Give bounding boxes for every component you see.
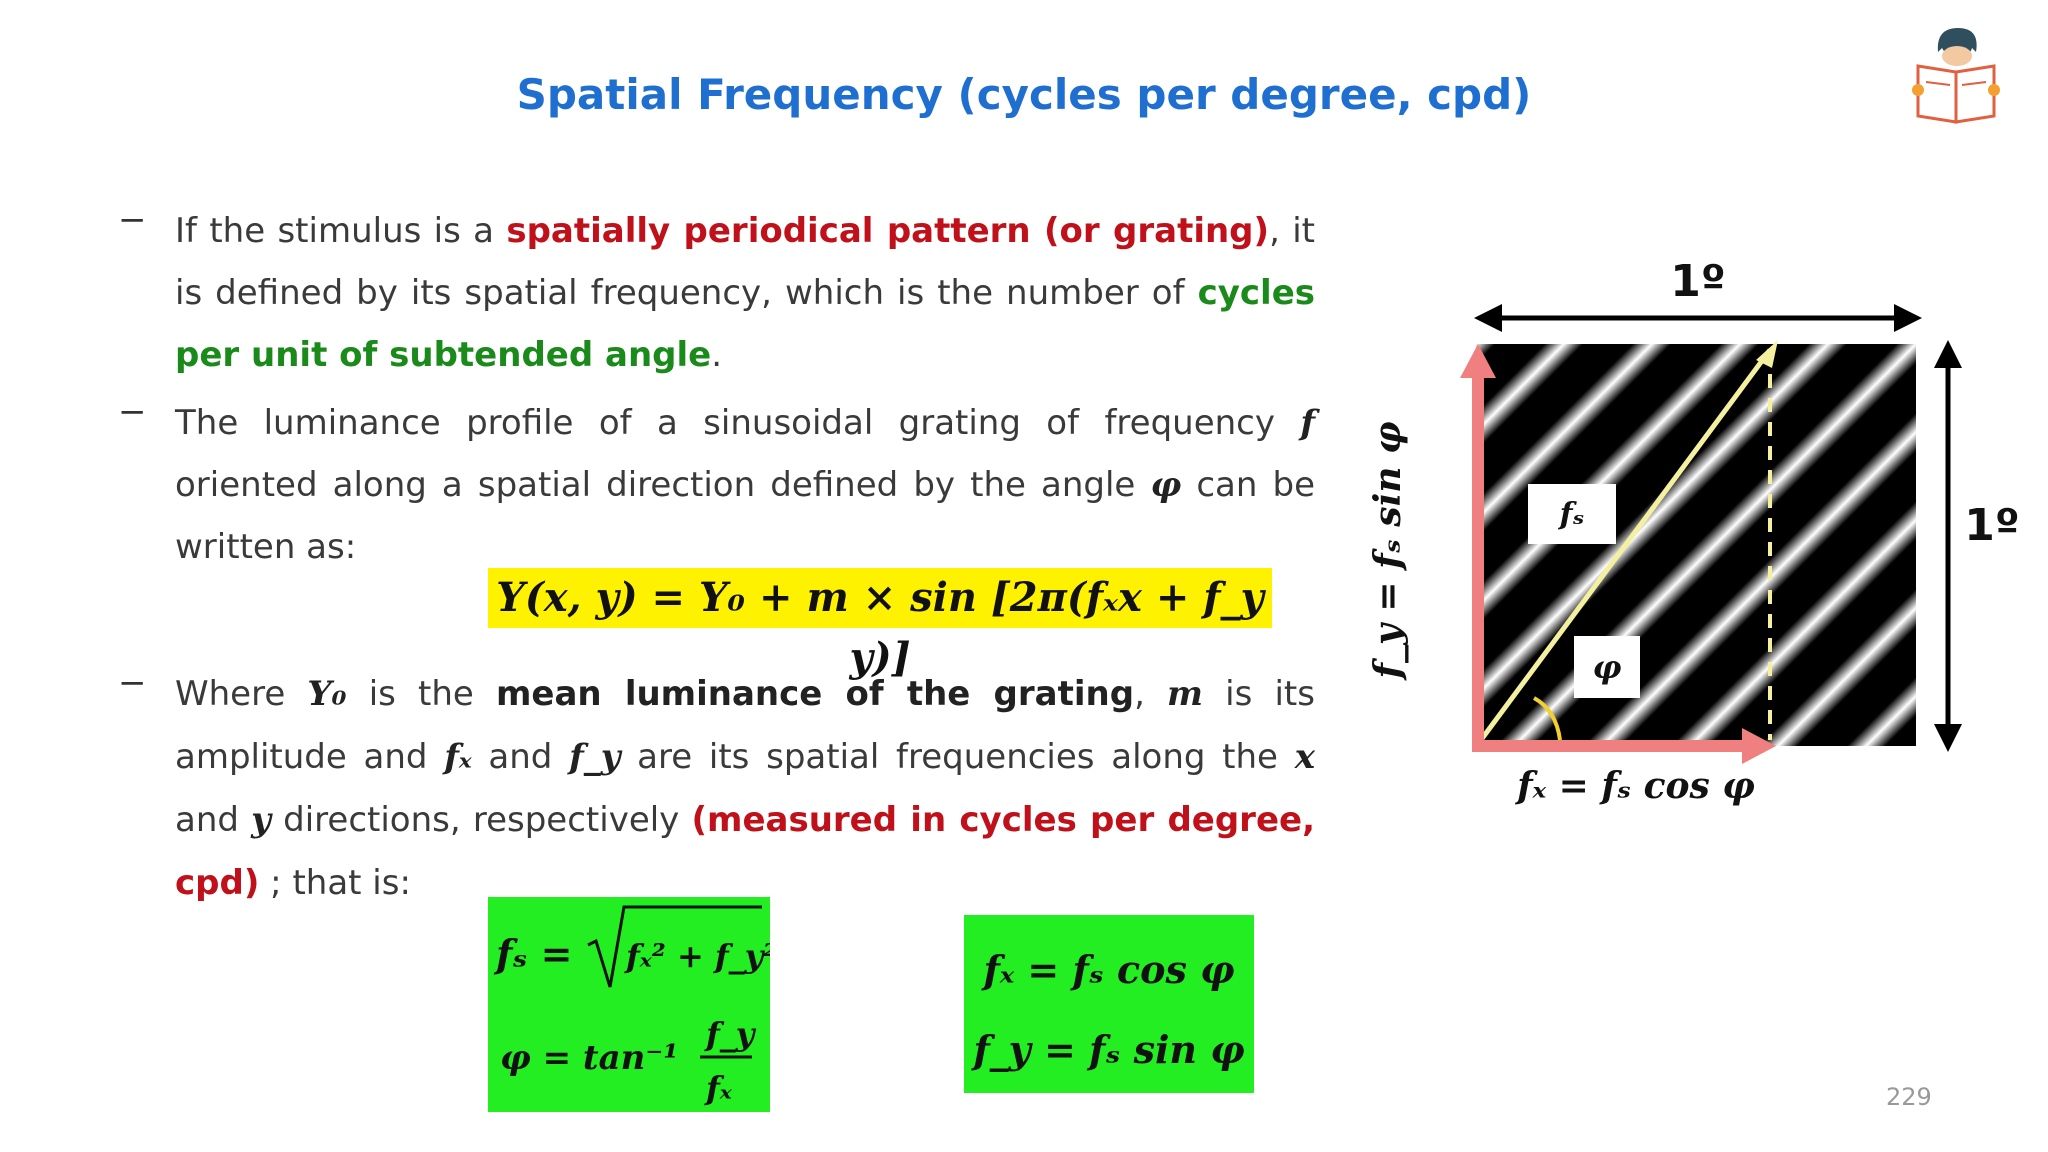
bullet-1-text-mid: , it is defined by its spatial frequency… bbox=[175, 211, 1315, 313]
symbol-phi: φ bbox=[1150, 465, 1182, 505]
phi-lhs: φ = tan⁻¹ bbox=[500, 1038, 678, 1078]
grating-diagram-drawing: 1º 1º fₛ φ fₓ = fₛ cos φ f_y = fₛ sin φ bbox=[1367, 256, 2020, 807]
component-equations-box: fₓ = fₛ cos φ f_y = fₛ sin φ bbox=[964, 915, 1254, 1093]
fy-diagram-formula: f_y = fₛ sin φ bbox=[1367, 421, 1409, 682]
slide-title: Spatial Frequency (cycles per degree, cp… bbox=[516, 70, 1532, 119]
phi-label-box bbox=[1574, 636, 1640, 698]
bullet-3-bold: mean luminance of the grating bbox=[496, 674, 1135, 714]
bullet-3-red: (measured in cycles per degree, cpd) bbox=[175, 800, 1315, 903]
bullet-3: Where Y₀ is the mean luminance of the gr… bbox=[175, 663, 1315, 915]
fs-rhs: fₓ² + f_y² bbox=[624, 937, 770, 975]
fx-equation: fₓ = fₛ cos φ bbox=[981, 947, 1235, 992]
symbol-y0: Y₀ bbox=[307, 674, 347, 714]
bullet-2-end: can be written as: bbox=[175, 465, 1315, 567]
right-angle-label: 1º bbox=[1964, 500, 2019, 551]
fy-equation: f_y = fₛ sin φ bbox=[970, 1027, 1244, 1072]
top-angle-label: 1º bbox=[1670, 256, 1725, 307]
bullet-1-text: If the stimulus is a bbox=[175, 211, 507, 251]
fs-lhs: fₛ = bbox=[493, 931, 572, 976]
bullet-3-text-2: , bbox=[1134, 674, 1168, 714]
symbol-m: m bbox=[1167, 674, 1204, 714]
bullet-marker: − bbox=[118, 392, 147, 432]
phi-denominator: fₓ bbox=[704, 1069, 733, 1107]
luminance-equation: Y(x, y) = Y₀ + m × sin [2π(fₓx + f_y y)] bbox=[488, 568, 1272, 681]
symbol-f: f bbox=[1300, 403, 1315, 443]
symbol-fy: f_y bbox=[569, 737, 621, 777]
bullet-1-end: . bbox=[711, 335, 723, 375]
bullet-3-text-5: are its spatial frequencies along the bbox=[620, 737, 1295, 777]
bullet-1: If the stimulus is a spatially periodica… bbox=[175, 200, 1315, 386]
bullet-3-text-7: directions, respectively bbox=[270, 800, 692, 840]
bullet-marker: − bbox=[118, 663, 147, 703]
bullet-3-text-3: is its amplitude and bbox=[175, 674, 1315, 777]
bullet-2-text-mid: oriented along a spatial direction defin… bbox=[175, 465, 1151, 505]
fs-label-box bbox=[1528, 484, 1616, 544]
phi-label: φ bbox=[1593, 648, 1622, 686]
page-number: 229 bbox=[1886, 1083, 1932, 1111]
bullet-3-text-1: is the bbox=[346, 674, 496, 714]
bullet-3-text: Where bbox=[175, 674, 308, 714]
symbol-fx: fₓ bbox=[444, 737, 472, 777]
reader-logo-icon bbox=[1912, 28, 2000, 124]
bullet-2: The luminance profile of a sinusoidal gr… bbox=[175, 392, 1315, 578]
symbol-y: y bbox=[251, 800, 271, 840]
bullet-3-text-6: and bbox=[175, 800, 252, 840]
symbol-x: x bbox=[1294, 737, 1315, 777]
bullet-3-text-4: and bbox=[471, 737, 570, 777]
sinusoidal-grating-pattern bbox=[1476, 344, 1916, 746]
fx-diagram-formula: fₓ = fₛ cos φ bbox=[1514, 765, 1755, 807]
bullet-3-end: ; that is: bbox=[259, 863, 411, 903]
polar-equations-box: fₛ = fₓ² + f_y² φ = tan⁻¹ f_y fₓ bbox=[488, 897, 777, 1112]
fs-label: fₛ bbox=[1558, 497, 1585, 532]
phi-numerator: f_y bbox=[704, 1015, 757, 1053]
bullet-1-highlight-red: spatially periodical pattern (or grating… bbox=[506, 211, 1270, 251]
bullet-1-highlight-green: cycles per unit of subtended angle bbox=[175, 273, 1315, 375]
bullet-marker: − bbox=[118, 200, 147, 240]
bullet-2-text: The luminance profile of a sinusoidal gr… bbox=[175, 403, 1301, 443]
